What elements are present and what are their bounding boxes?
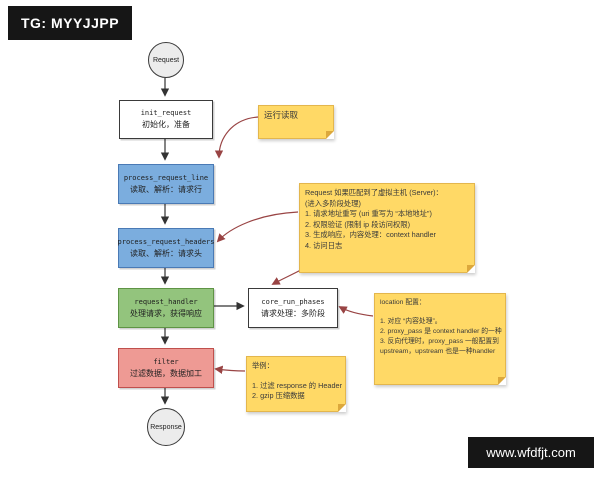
flow-end-label: Response: [150, 423, 182, 431]
node-process-request-headers: process_request_headers 读取、解析：请求头: [118, 228, 214, 268]
note-location-config: location 配置：1. 对应 “内容处理”。2. proxy_pass 是…: [374, 293, 506, 385]
node-title: filter: [153, 357, 179, 366]
flow-start-label: Request: [152, 56, 180, 64]
node-process-request-line: process_request_line 读取、解析：请求行: [118, 164, 214, 204]
note-arrow-phases-to-headers: [216, 211, 299, 243]
note-arrow-example-to-filter: [214, 365, 246, 374]
flow-end-node: Response: [147, 408, 185, 446]
note-run-read: 运行读取: [258, 105, 334, 139]
node-request-handler: request_handler 处理请求，获得响应: [118, 288, 214, 328]
watermark-tg-badge: TG: MYYJJPP: [8, 6, 132, 40]
note-arrow-location-to-core: [338, 306, 374, 317]
watermark-site-badge: www.wfdfjt.com: [468, 437, 594, 468]
node-subtitle: 读取、解析：请求行: [130, 184, 202, 194]
node-subtitle: 初始化，准备: [142, 120, 190, 129]
flow-start-node: Request: [148, 42, 184, 78]
node-subtitle: 过滤数据，数据加工: [130, 368, 202, 378]
note-multi-phase: Request 如果匹配到了虚拟主机 (Server)：(进入多阶段处理)1. …: [299, 183, 475, 273]
node-subtitle: 处理请求，获得响应: [130, 308, 202, 318]
node-filter: filter 过滤数据，数据加工: [118, 348, 214, 388]
node-title: process_request_headers: [117, 237, 215, 246]
node-title: core_run_phases: [261, 297, 325, 306]
node-core-run-phases: core_run_phases 请求处理：多阶段: [248, 288, 338, 328]
node-subtitle: 读取、解析：请求头: [130, 248, 202, 258]
node-title: process_request_line: [123, 173, 209, 182]
node-init-request: init_request 初始化，准备: [119, 100, 213, 139]
note-arrow-runread-to-line: [214, 116, 259, 159]
node-subtitle: 请求处理：多阶段: [261, 308, 325, 318]
node-title: init_request: [140, 109, 192, 117]
node-title: request_handler: [134, 297, 198, 306]
